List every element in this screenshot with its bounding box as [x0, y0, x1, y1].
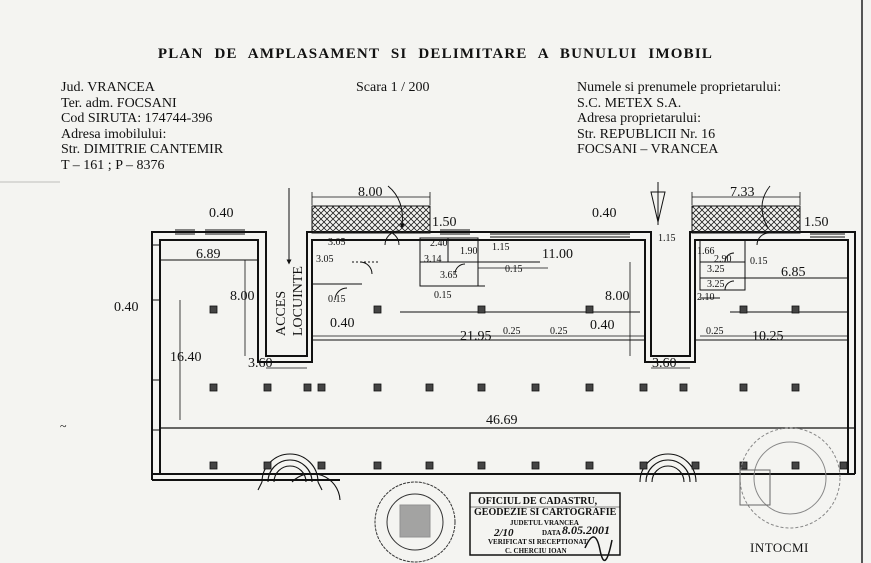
property-info-block: Jud. VRANCEA Ter. adm. FOCSANI Cod SIRUT…: [61, 80, 223, 173]
dim-label: 0.25: [706, 326, 724, 337]
dim-label: 7.33: [730, 185, 755, 200]
dim-label: 0.15: [434, 290, 452, 301]
dim-label: 6.85: [781, 265, 806, 280]
cadastre-stamp: [469, 492, 621, 556]
page-title: PLAN DE AMPLASAMENT SI DELIMITARE A BUNU…: [157, 46, 714, 62]
dimension-labels: 8.00 1.50 0.40 0.40 7.33 1.50 6.89 11.00…: [114, 185, 829, 428]
dim-label: 6.89: [196, 247, 221, 262]
dim-label: 3.14: [424, 254, 442, 265]
dim-label: 46.69: [486, 413, 518, 428]
county: Jud. VRANCEA: [61, 80, 155, 95]
dim-label: 0.25: [503, 326, 521, 337]
dim-label: 0.40: [114, 300, 139, 315]
owner-name: S.C. METEX S.A.: [577, 95, 682, 111]
dim-label: 0.15: [328, 294, 346, 305]
dim-label: 3.25: [707, 279, 725, 290]
dim-label: 11.00: [542, 247, 573, 262]
dim-label: 21.95: [460, 329, 492, 344]
dim-label: 1.50: [432, 215, 457, 230]
dim-label: 3.60: [248, 356, 273, 371]
dim-label: 8.00: [358, 185, 383, 200]
columns: [209, 305, 848, 470]
svg-text:~: ~: [60, 419, 67, 433]
footer-label: INTOCMI: [750, 540, 809, 555]
dim-label: 3.65: [440, 270, 458, 281]
address-street: Str. DIMITRIE CANTEMIR: [61, 142, 224, 157]
access-label-line2: LOCUINTE: [291, 266, 306, 336]
dim-label: 16.40: [170, 350, 202, 365]
stamp-number: 2/10: [493, 527, 514, 539]
dim-label: 10.25: [752, 329, 784, 344]
stamp-line3: JUDETUL VRANCEA: [510, 519, 579, 527]
dim-label: 3.05: [328, 237, 346, 248]
stamp-date-label: DATA: [542, 529, 561, 537]
dim-label: 0.25: [550, 326, 568, 337]
dim-label: 1.50: [804, 215, 829, 230]
small-dimension-labels: 1.15 3.05 3.05 2.40 1.90 1.15 3.14 3.65 …: [316, 233, 768, 337]
dim-label: 0.40: [330, 316, 355, 331]
dim-label: 2.10: [697, 292, 715, 303]
dim-label: 3.05: [316, 254, 334, 265]
dim-label: 0.40: [209, 206, 234, 221]
dim-label: 3.60: [652, 356, 677, 371]
owner-address-label: Adresa proprietarului:: [577, 111, 702, 126]
owner-city: FOCSANI – VRANCEA: [577, 142, 719, 157]
dim-label: 1.66: [697, 246, 715, 257]
dim-label: 0.15: [750, 256, 768, 267]
dim-label: 1.90: [460, 246, 478, 257]
round-seal-right: [739, 427, 841, 529]
dim-label: 8.00: [605, 289, 630, 304]
siruta-code: Cod SIRUTA: 174744-396: [61, 111, 213, 126]
owner-info-block: Numele si prenumele proprietarului: S.C.…: [577, 80, 781, 158]
stamp-line5: VERIFICAT SI RECEPTIONAT: [488, 538, 588, 546]
access-label-line1: ACCES: [274, 291, 289, 336]
owner-label: Numele si prenumele proprietarului:: [577, 80, 782, 95]
dim-label: 0.40: [590, 318, 615, 333]
stamp-line2: GEODEZIE SI CARTOGRAFIE: [474, 507, 617, 518]
signature: [584, 536, 613, 562]
dim-label: 0.40: [592, 206, 617, 221]
address-label: Adresa imobilului:: [61, 126, 167, 142]
stamp-date: 8.05.2001: [562, 523, 610, 537]
territory: Ter. adm. FOCSANI: [61, 95, 177, 111]
dim-label: 3.25: [707, 264, 725, 275]
dim-label: 1.15: [492, 242, 510, 253]
stamp-line1: OFICIUL DE CADASTRU,: [478, 496, 598, 507]
dim-label: 1.15: [658, 233, 676, 244]
parcel-number: T – 161 ; P – 8376: [61, 157, 165, 173]
scale-label: Scara 1 / 200: [356, 80, 430, 95]
dim-label: 2.90: [714, 254, 732, 265]
stamp-line6: C. CHERCIU IOAN: [505, 547, 567, 555]
dim-label: 0.15: [505, 264, 523, 275]
dim-label: 2.40: [430, 238, 448, 249]
round-seal-left: [374, 481, 456, 563]
owner-street: Str. REPUBLICII Nr. 16: [577, 126, 716, 142]
dim-label: 8.00: [230, 289, 255, 304]
